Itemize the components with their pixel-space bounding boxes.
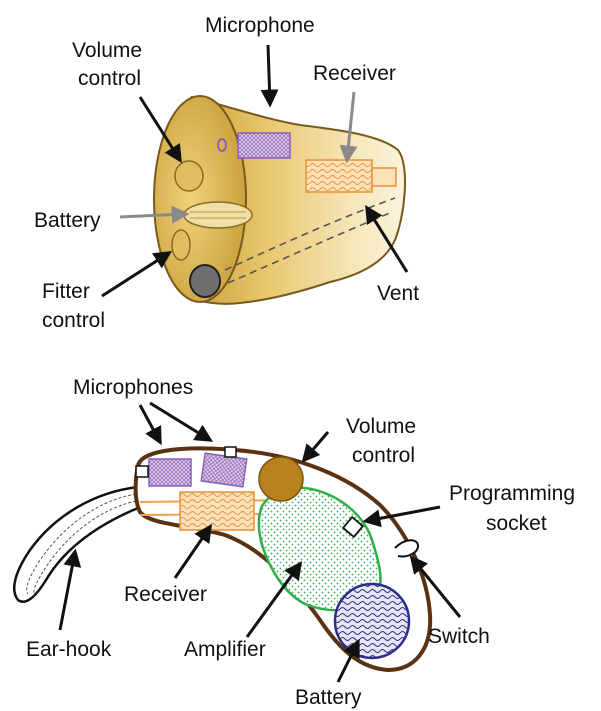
- label-volume-control-bte-line2: control: [352, 444, 415, 467]
- label-fitter-control-line1: Fitter: [42, 280, 90, 303]
- bte-battery: [335, 584, 409, 658]
- arrow-microphone: [268, 45, 270, 104]
- ite-battery-door: [190, 265, 220, 297]
- bte-mic-port-front: [136, 466, 148, 477]
- bte-microphone-back: [201, 453, 246, 487]
- arrow-ear-hook: [60, 552, 75, 630]
- ite-receiver-tip: [372, 168, 396, 186]
- ite-microphone: [238, 133, 290, 158]
- label-microphones: Microphones: [73, 376, 193, 399]
- arrow-fitter-control: [102, 253, 169, 296]
- arrow-amplifier: [247, 564, 300, 637]
- label-programming-socket-line1: Programming: [449, 482, 575, 505]
- bte-hearing-aid: Microphones Volume control Programming s…: [14, 376, 575, 709]
- label-programming-socket-line2: socket: [486, 512, 547, 535]
- arrow-microphones-1: [140, 405, 160, 442]
- label-receiver: Receiver: [313, 62, 396, 85]
- label-switch: Switch: [428, 625, 490, 648]
- bte-microphone-front: [149, 459, 191, 486]
- label-volume-control-line1: Volume: [72, 39, 142, 62]
- bte-mic-port-back: [225, 447, 236, 457]
- ite-battery: [184, 202, 252, 228]
- label-battery-bte: Battery: [295, 686, 362, 709]
- ear-hook: [14, 487, 138, 602]
- ite-hearing-aid: Microphone Volume control Receiver Batte…: [34, 14, 419, 332]
- label-fitter-control-line2: control: [42, 309, 105, 332]
- ite-volume-wheel: [175, 161, 203, 191]
- label-microphone: Microphone: [205, 14, 315, 37]
- arrow-microphones-2: [150, 403, 210, 440]
- label-vent: Vent: [377, 282, 419, 305]
- label-ear-hook: Ear-hook: [26, 638, 112, 661]
- ite-receiver: [306, 160, 372, 192]
- bte-volume-wheel: [259, 457, 303, 501]
- label-amplifier: Amplifier: [184, 638, 266, 661]
- label-battery: Battery: [34, 209, 101, 232]
- bte-receiver: [180, 492, 254, 530]
- label-volume-control-bte-line1: Volume: [346, 415, 416, 438]
- ite-fitter-control: [172, 230, 190, 260]
- label-receiver-bte: Receiver: [124, 583, 207, 606]
- label-volume-control-line2: control: [78, 67, 141, 90]
- arrow-receiver-bte: [175, 527, 210, 578]
- arrow-volume-control-bte: [304, 432, 328, 460]
